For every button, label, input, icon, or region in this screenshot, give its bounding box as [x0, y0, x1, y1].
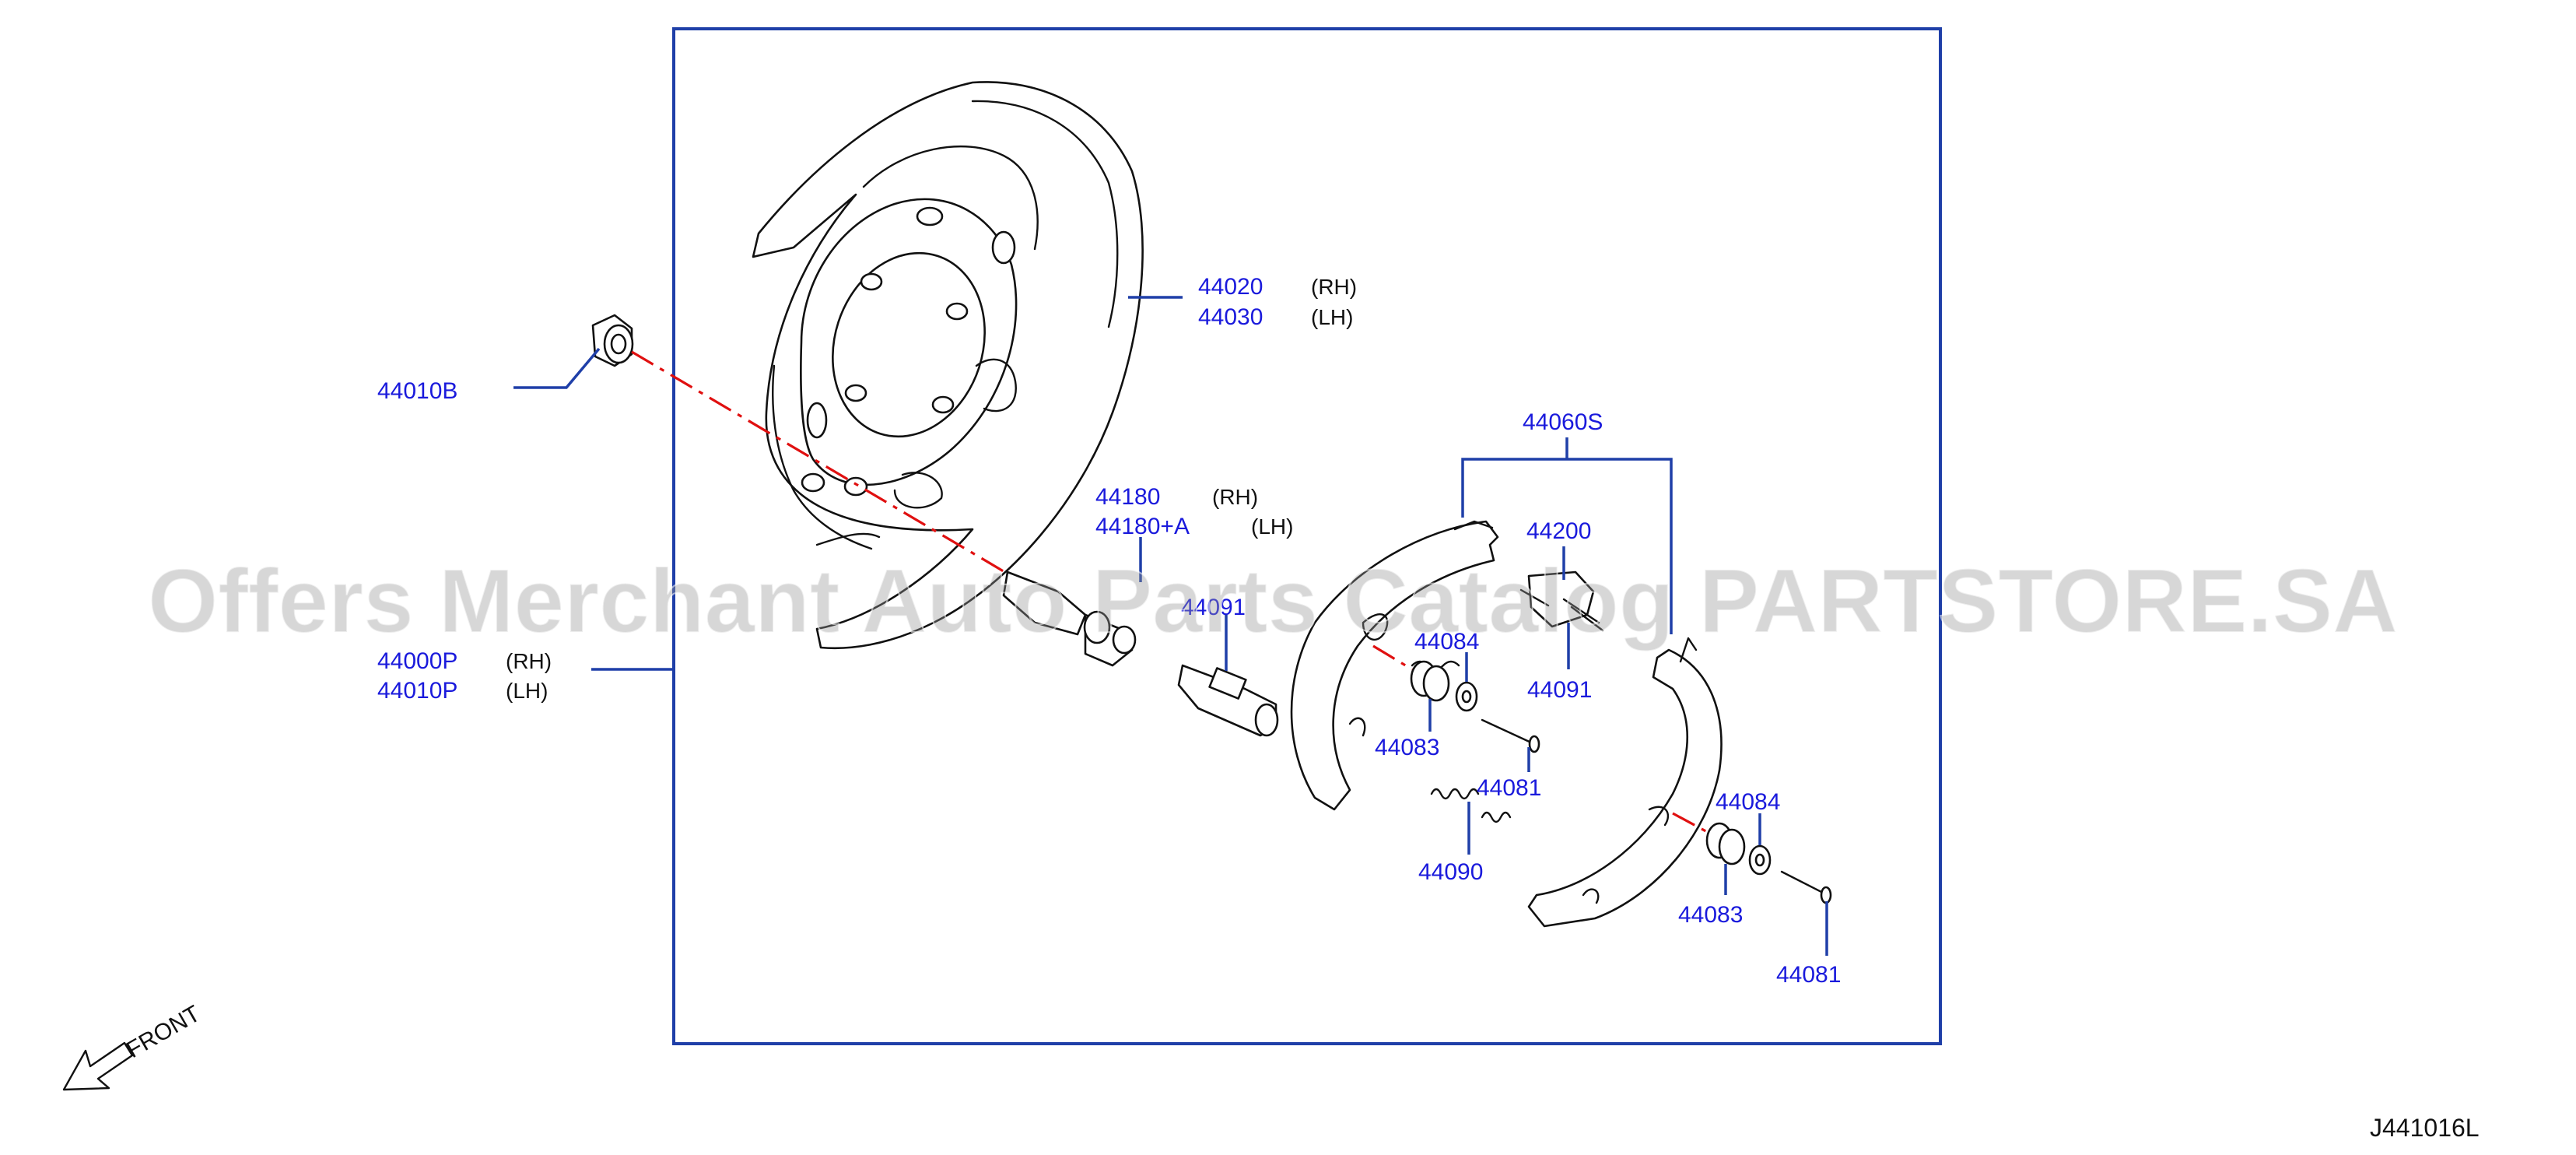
label-44030: 44030: [1198, 304, 1263, 330]
front-brake-shoe-illustration: [1290, 520, 1499, 811]
label-44084-b: 44084: [1716, 789, 1780, 815]
label-44020: 44020: [1198, 274, 1263, 300]
hold-down-pin-a-illustration: [1481, 718, 1540, 753]
label-44180-side: (RH): [1212, 485, 1258, 509]
label-44000P: 44000P: [377, 648, 457, 674]
front-label: FRONT: [122, 1001, 205, 1063]
label-44060S: 44060S: [1523, 409, 1603, 435]
label-44010P: 44010P: [377, 678, 457, 704]
hold-down-spring-b-illustration: [1672, 812, 1746, 865]
label-44010P-side: (LH): [506, 679, 548, 703]
label-44084-a: 44084: [1414, 629, 1479, 655]
washer-a-illustration: [1455, 681, 1478, 712]
washer-b-illustration: [1748, 844, 1772, 876]
front-direction-indicator: FRONT: [62, 1001, 205, 1091]
label-44030-side: (LH): [1311, 305, 1353, 329]
assembly-frame: [672, 27, 1942, 1045]
label-44081-b: 44081: [1776, 962, 1841, 988]
label-44180A-side: (LH): [1251, 514, 1293, 539]
label-44180: 44180: [1095, 484, 1160, 510]
label-44090: 44090: [1418, 859, 1483, 885]
hold-down-pin-b-illustration: [1780, 870, 1832, 904]
front-arrow-icon: [62, 1041, 134, 1091]
hold-down-spring-a-illustration: [1372, 644, 1460, 702]
watermark-text: Offers Merchant Auto Parts Catalog PARTS…: [148, 550, 2398, 651]
return-spring-illustration: [1430, 788, 1512, 823]
label-44200: 44200: [1526, 518, 1591, 544]
label-44083-a: 44083: [1375, 735, 1439, 760]
hub-nut-illustration: [591, 314, 634, 367]
label-44091: 44091: [1527, 677, 1592, 703]
label-44020-side: (RH): [1311, 275, 1357, 299]
adjuster-assembly-illustration: [1519, 570, 1604, 632]
diagram-code: J441016L: [2370, 1114, 2480, 1142]
assembly-axis-line: [631, 350, 1012, 578]
label-44081-a: 44081: [1477, 775, 1541, 801]
label-44083-b: 44083: [1678, 902, 1743, 928]
label-44010B: 44010B: [377, 378, 457, 404]
label-44000P-side: (RH): [506, 649, 552, 673]
label-44081-cylinder: 44091: [1181, 595, 1246, 620]
backing-plate-illustration: [752, 81, 1144, 650]
adjuster-cable-illustration: [1002, 570, 1279, 737]
rear-brake-shoe-illustration: [1527, 637, 1723, 928]
leader-lines: [513, 296, 1828, 956]
label-44180A: 44180+A: [1095, 514, 1190, 539]
